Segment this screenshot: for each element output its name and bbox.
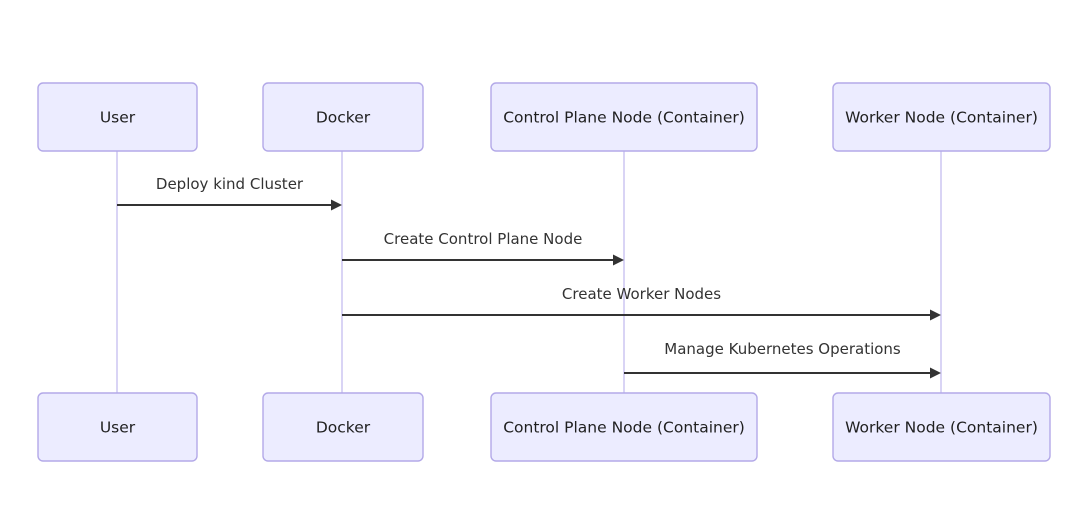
actor-box-control-plane-bottom[interactable] bbox=[490, 392, 758, 462]
message-arrowhead-1 bbox=[331, 199, 342, 211]
message-arrowhead-4 bbox=[930, 367, 941, 379]
actor-box-docker-top[interactable] bbox=[262, 82, 424, 152]
actor-control-plane-top[interactable]: Control Plane Node (Container) bbox=[490, 82, 758, 152]
actor-label-user-top: User bbox=[100, 109, 136, 127]
actor-docker-bottom[interactable]: Docker bbox=[262, 392, 424, 462]
actor-boxes-top: User Docker Control Plane Node (Container)… bbox=[37, 82, 1051, 152]
actor-label-control-plane-top: Control Plane Node (Container) bbox=[503, 109, 745, 127]
actor-user-bottom[interactable]: User bbox=[37, 392, 198, 462]
actor-box-docker-bottom[interactable] bbox=[262, 392, 424, 462]
actor-label-control-plane-bottom: Control Plane Node (Container) bbox=[503, 419, 745, 437]
message-1-user-to-docker[interactable]: Deploy kind Cluster bbox=[117, 175, 342, 211]
actor-user-top[interactable]: User bbox=[37, 82, 198, 152]
message-4-control-plane-to-worker[interactable]: Manage Kubernetes Operations bbox=[624, 340, 941, 379]
actor-box-control-plane-top[interactable] bbox=[490, 82, 758, 152]
message-label-1: Deploy kind Cluster bbox=[156, 175, 304, 193]
actor-box-worker-bottom[interactable] bbox=[832, 392, 1051, 462]
actor-label-docker-top: Docker bbox=[316, 109, 371, 127]
actor-worker-top[interactable]: Worker Node (Container) bbox=[832, 82, 1051, 152]
message-label-2: Create Control Plane Node bbox=[384, 230, 583, 248]
actor-boxes-bottom: User Docker Control Plane Node (Container)… bbox=[37, 392, 1051, 462]
message-arrowhead-3 bbox=[930, 309, 941, 321]
actor-box-user-bottom[interactable] bbox=[37, 392, 198, 462]
actor-docker-top[interactable]: Docker bbox=[262, 82, 424, 152]
actor-control-plane-bottom[interactable]: Control Plane Node (Container) bbox=[490, 392, 758, 462]
lifelines-group bbox=[116, 151, 942, 393]
actor-box-worker-top[interactable] bbox=[832, 82, 1051, 152]
message-label-4: Manage Kubernetes Operations bbox=[664, 340, 901, 358]
actor-label-user-bottom: User bbox=[100, 419, 136, 437]
message-2-docker-to-control-plane[interactable]: Create Control Plane Node bbox=[342, 230, 624, 266]
actor-worker-bottom[interactable]: Worker Node (Container) bbox=[832, 392, 1051, 462]
actor-box-user-top[interactable] bbox=[37, 82, 198, 152]
actor-label-worker-bottom: Worker Node (Container) bbox=[845, 419, 1038, 437]
actor-label-worker-top: Worker Node (Container) bbox=[845, 109, 1038, 127]
message-arrowhead-2 bbox=[613, 254, 624, 266]
actor-label-docker-bottom: Docker bbox=[316, 419, 371, 437]
message-3-docker-to-worker[interactable]: Create Worker Nodes bbox=[342, 285, 941, 321]
message-label-3: Create Worker Nodes bbox=[562, 285, 721, 303]
